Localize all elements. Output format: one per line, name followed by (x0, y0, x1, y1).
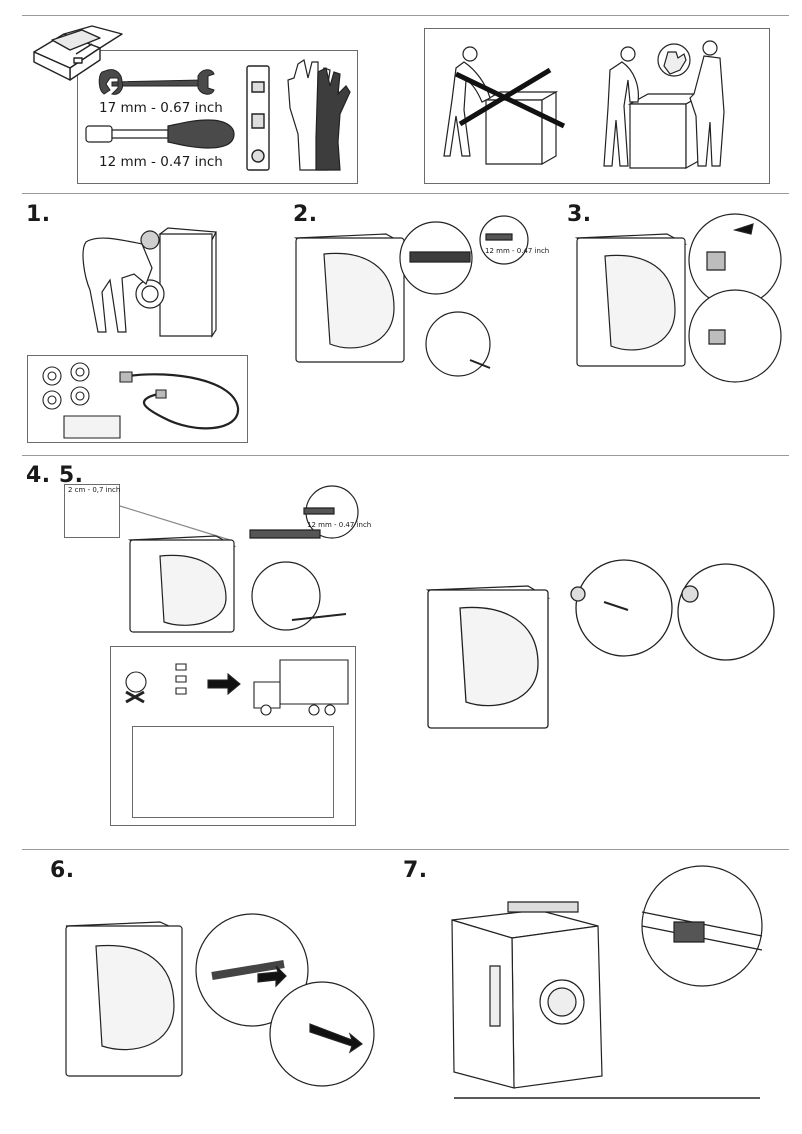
step-4-gap-box (64, 484, 120, 538)
step-2-callout-label: 12 mm - 0.47 inch (485, 247, 550, 255)
step-7-number: 7. (403, 858, 428, 883)
rule-after-row1 (22, 455, 789, 456)
wrench-size-label: 17 mm - 0.67 inch (99, 100, 223, 116)
step-4-5-number: 4. 5. (26, 463, 84, 488)
step-6-hose-routing (62, 896, 388, 1080)
step-4-callout-label: 12 mm - 0.47 inch (307, 521, 372, 529)
step-3-number: 3. (567, 202, 592, 227)
step-4-reinsert-box (132, 726, 334, 818)
arrow-right-icon (208, 674, 240, 694)
step-3-caps (575, 212, 787, 386)
step-1-number: 1. (26, 202, 51, 227)
step-2-remove-bolts (294, 214, 540, 386)
screwdriver-icon (82, 118, 236, 152)
spirit-level-icon (243, 64, 273, 174)
screwdriver-size-label: 12 mm - 0.47 inch (99, 154, 223, 170)
top-rule (22, 15, 789, 16)
rule-after-top (22, 193, 789, 194)
step-4-main-machine (120, 486, 382, 638)
step-4-gap-label: 2 cm - 0,7 inch (68, 486, 121, 494)
step-1-person-at-machine (76, 220, 222, 344)
toolbox-icon (30, 22, 130, 84)
gloves-icon (278, 58, 358, 178)
wrench-icon (98, 64, 216, 100)
rule-after-row2 (22, 849, 789, 850)
transport-truck-icon (118, 652, 350, 722)
step-5-insert-caps (424, 552, 778, 732)
step-6-number: 6. (50, 858, 75, 883)
two-person-lift-icon (598, 36, 758, 174)
step-1-accessories (34, 360, 246, 442)
no-single-person-lift-icon (446, 40, 576, 172)
step-7-leveling (448, 876, 778, 1102)
step-2-number: 2. (293, 202, 318, 227)
